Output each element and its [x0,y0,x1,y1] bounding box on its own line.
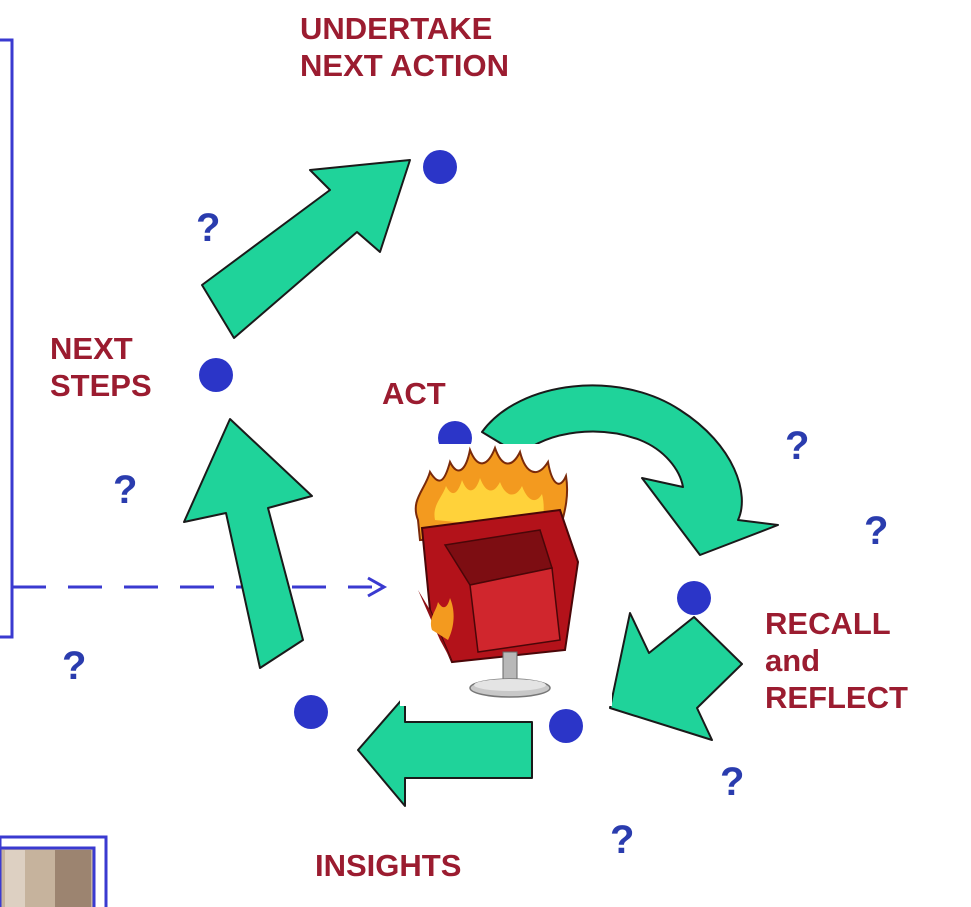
label-act: ACT [382,376,446,411]
left-frame [0,38,14,639]
label-recall-line1: RECALL [765,606,891,641]
label-next-steps-line1: NEXT [50,331,133,366]
photo-frame [0,835,108,907]
flaming-chair-icon [414,445,580,698]
question-mark: ? [113,468,138,512]
arrow-from-recall [609,612,743,741]
question-mark: ? [785,424,810,468]
question-mark: ? [196,206,221,250]
label-recall-line3: REFLECT [765,680,908,715]
question-mark: ? [720,760,745,804]
label-recall: RECALL and REFLECT [765,605,908,716]
label-undertake: UNDERTAKE NEXT ACTION [300,10,509,84]
label-next-steps-line2: STEPS [50,368,152,403]
dot-insights-right [549,709,583,743]
dot-recall [677,581,711,615]
arrow-from-insights [357,695,533,807]
dot-insights-left [294,695,328,729]
dashed-arrowhead [367,576,388,598]
label-undertake-line1: UNDERTAKE [300,11,493,46]
dot-undertake [423,150,457,184]
question-mark: ? [62,644,87,688]
arrow-to-undertake [201,159,411,339]
arrow-act-to-recall [481,384,779,556]
label-recall-line2: and [765,643,821,678]
label-insights: INSIGHTS [315,848,462,883]
dot-next-steps [199,358,233,392]
label-next-steps: NEXT STEPS [50,330,152,404]
arrow-to-next-steps [183,418,313,669]
question-mark: ? [610,818,635,862]
question-mark: ? [864,509,889,553]
label-undertake-line2: NEXT ACTION [300,48,509,83]
